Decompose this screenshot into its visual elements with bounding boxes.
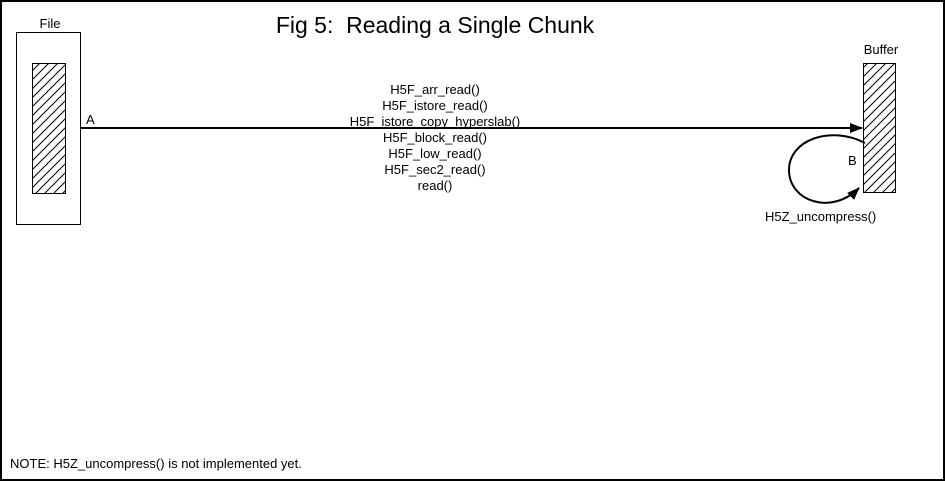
buffer-rect xyxy=(863,63,896,193)
uncompress-loop-arrow xyxy=(787,134,866,204)
call-stack-function: H5F_block_read() xyxy=(382,130,488,145)
arrow-a-label: A xyxy=(86,112,95,127)
read-call-stack: H5F_arr_read() H5F_istore_read() H5F_ist… xyxy=(235,82,635,194)
call-stack-function: H5F_istore_read() xyxy=(382,98,488,113)
call-stack-function: H5F_sec2_read() xyxy=(384,162,486,177)
uncompress-function-label: H5Z_uncompress() xyxy=(765,209,877,224)
call-stack-function: H5F_low_read() xyxy=(388,146,482,161)
figure-title: Fig 5: Reading a Single Chunk xyxy=(275,12,595,38)
file-chunk-rect xyxy=(32,63,66,194)
call-stack-function: read() xyxy=(417,178,453,193)
file-box-label: File xyxy=(39,16,61,31)
call-stack-function: H5F_arr_read() xyxy=(390,82,480,97)
buffer-box-label: Buffer xyxy=(863,42,899,57)
call-stack-function: H5F_istore_copy_hyperslab() xyxy=(349,114,521,129)
footnote: NOTE: H5Z_uncompress() is not implemente… xyxy=(10,456,302,471)
loop-b-label: B xyxy=(848,153,857,168)
